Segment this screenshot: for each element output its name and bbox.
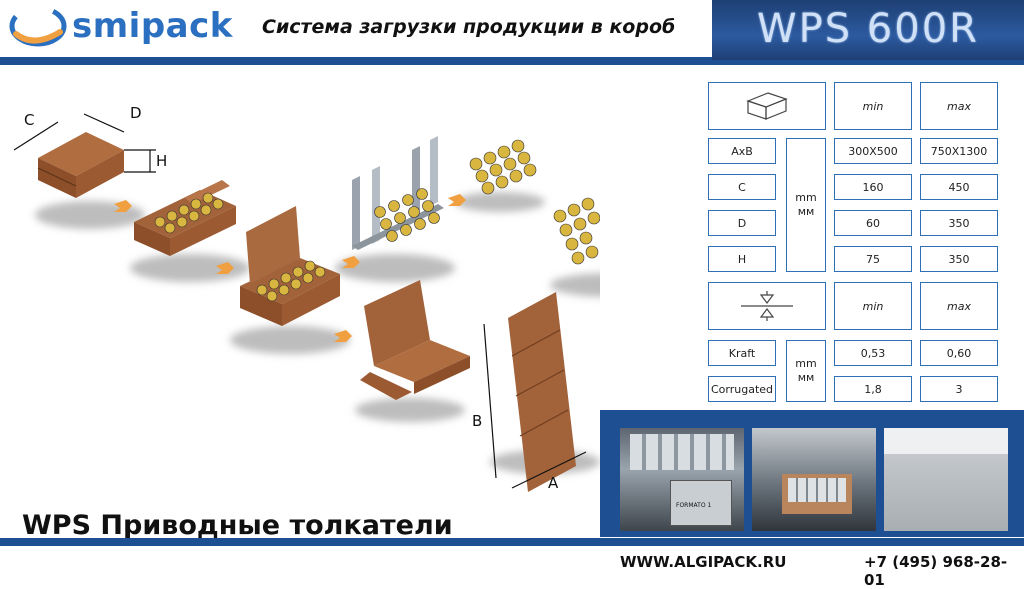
blank-dimension-lines: [483, 323, 587, 489]
dimension-unit-cell: mm мм: [786, 138, 826, 272]
thickness-unit-mm-cyrillic: мм: [797, 371, 815, 384]
logo-text: smipack: [72, 6, 233, 46]
box-blank-folding: [360, 280, 470, 400]
smipack-logo-icon: [9, 5, 67, 47]
thickness-unit-mm: mm: [795, 357, 817, 370]
row-label-h: H: [708, 246, 776, 272]
material-label-kraft: Kraft: [708, 340, 776, 366]
dimension-c-label: C: [24, 111, 34, 129]
unit-mm: mm: [795, 191, 817, 204]
machine-photo-1: FORMATO 1: [620, 428, 744, 531]
page-title: Система загрузки продукции в короб: [262, 16, 676, 38]
open-box-loaded: [134, 180, 236, 256]
corrugated-min-value: 1,8: [834, 376, 912, 402]
box-blank-flat: [508, 292, 576, 492]
kraft-min-value: 0,53: [834, 340, 912, 366]
axb-max-value: 750X1300: [920, 138, 998, 164]
flow-arrow-5: [448, 194, 466, 206]
model-name: WPS 600R: [757, 6, 979, 52]
dimension-d-label: D: [130, 104, 142, 122]
c-min-value: 160: [834, 174, 912, 200]
dimension-h-label: H: [156, 152, 167, 170]
pusher-mechanism: [352, 136, 444, 250]
closed-box: [37, 132, 124, 198]
box-icon: [746, 92, 788, 120]
can-group-large: [553, 197, 600, 265]
open-box-filling: [240, 206, 340, 326]
phone-number[interactable]: +7 (495) 968-28-01: [864, 553, 1008, 589]
box-min-header: min: [834, 82, 912, 130]
flow-arrows: [114, 194, 466, 342]
thickness-min-header: min: [834, 282, 912, 330]
kraft-max-value: 0,60: [920, 340, 998, 366]
h-min-value: 75: [834, 246, 912, 272]
website-link[interactable]: WWW.ALGIPACK.RU: [620, 553, 787, 571]
flow-arrow-3: [334, 330, 352, 342]
footer-divider: [0, 538, 1024, 546]
thickness-max-header: max: [920, 282, 998, 330]
row-label-d: D: [708, 210, 776, 236]
dimension-a-label: A: [548, 474, 559, 492]
machine-photo-3: [884, 428, 1008, 531]
process-diagram: C D H: [13, 104, 600, 492]
model-banner: [712, 0, 1024, 60]
header-divider: [0, 57, 1024, 65]
flow-arrow-4: [342, 256, 360, 268]
box-dimension-lines: [13, 113, 156, 173]
flow-arrow-1: [114, 200, 132, 212]
box-max-header: max: [920, 82, 998, 130]
machine-photo-2: [752, 428, 876, 531]
footer-title: WPS Приводные толкатели: [22, 510, 453, 541]
c-max-value: 450: [920, 174, 998, 200]
d-min-value: 60: [834, 210, 912, 236]
photo-label: FORMATO 1: [676, 502, 712, 509]
thickness-icon: [741, 291, 793, 321]
unit-mm-cyrillic: мм: [797, 205, 815, 218]
material-label-corrugated: Corrugated: [708, 376, 776, 402]
h-max-value: 350: [920, 246, 998, 272]
thickness-icon-cell: [708, 282, 826, 330]
thickness-unit-cell: mm мм: [786, 340, 826, 402]
floor-shadows: [35, 192, 600, 474]
box-type-icon-cell: [708, 82, 826, 130]
flow-arrow-2: [216, 262, 234, 274]
axb-min-value: 300X500: [834, 138, 912, 164]
dimension-b-label: B: [472, 412, 482, 430]
corrugated-max-value: 3: [920, 376, 998, 402]
row-label-axb: AxB: [708, 138, 776, 164]
can-group-small: [469, 139, 537, 195]
row-label-c: C: [708, 174, 776, 200]
d-max-value: 350: [920, 210, 998, 236]
